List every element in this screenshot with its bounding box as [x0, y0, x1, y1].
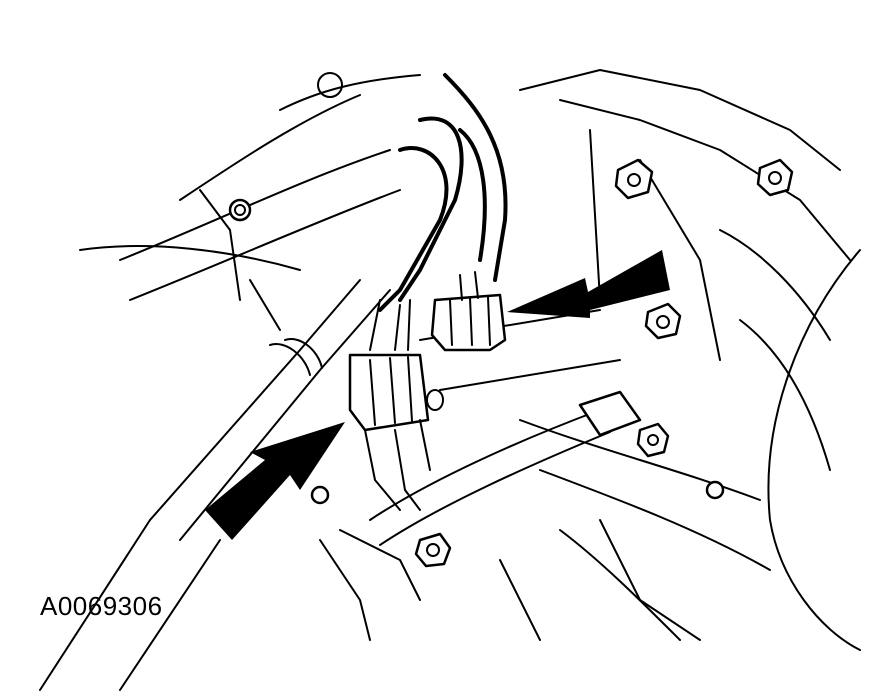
bolt-5	[636, 422, 670, 458]
bolt-2	[614, 158, 654, 200]
bolt-4	[644, 302, 682, 340]
bolt-3	[756, 158, 794, 197]
lower-connector	[348, 353, 444, 511]
bolt-6	[414, 532, 452, 568]
housing-outline	[79, 69, 861, 651]
figure-id-label: A0069306	[40, 591, 163, 621]
bolt-7	[705, 480, 725, 500]
lower-connector-arrow	[205, 422, 345, 540]
left-pipe	[39, 279, 391, 691]
upper-connector	[430, 271, 507, 352]
bolts	[228, 158, 794, 568]
lower-tube	[319, 390, 642, 641]
bolt-1	[228, 198, 252, 222]
wire-harness	[369, 73, 508, 351]
bolt-8	[310, 485, 330, 505]
upper-connector-arrow	[507, 250, 670, 318]
